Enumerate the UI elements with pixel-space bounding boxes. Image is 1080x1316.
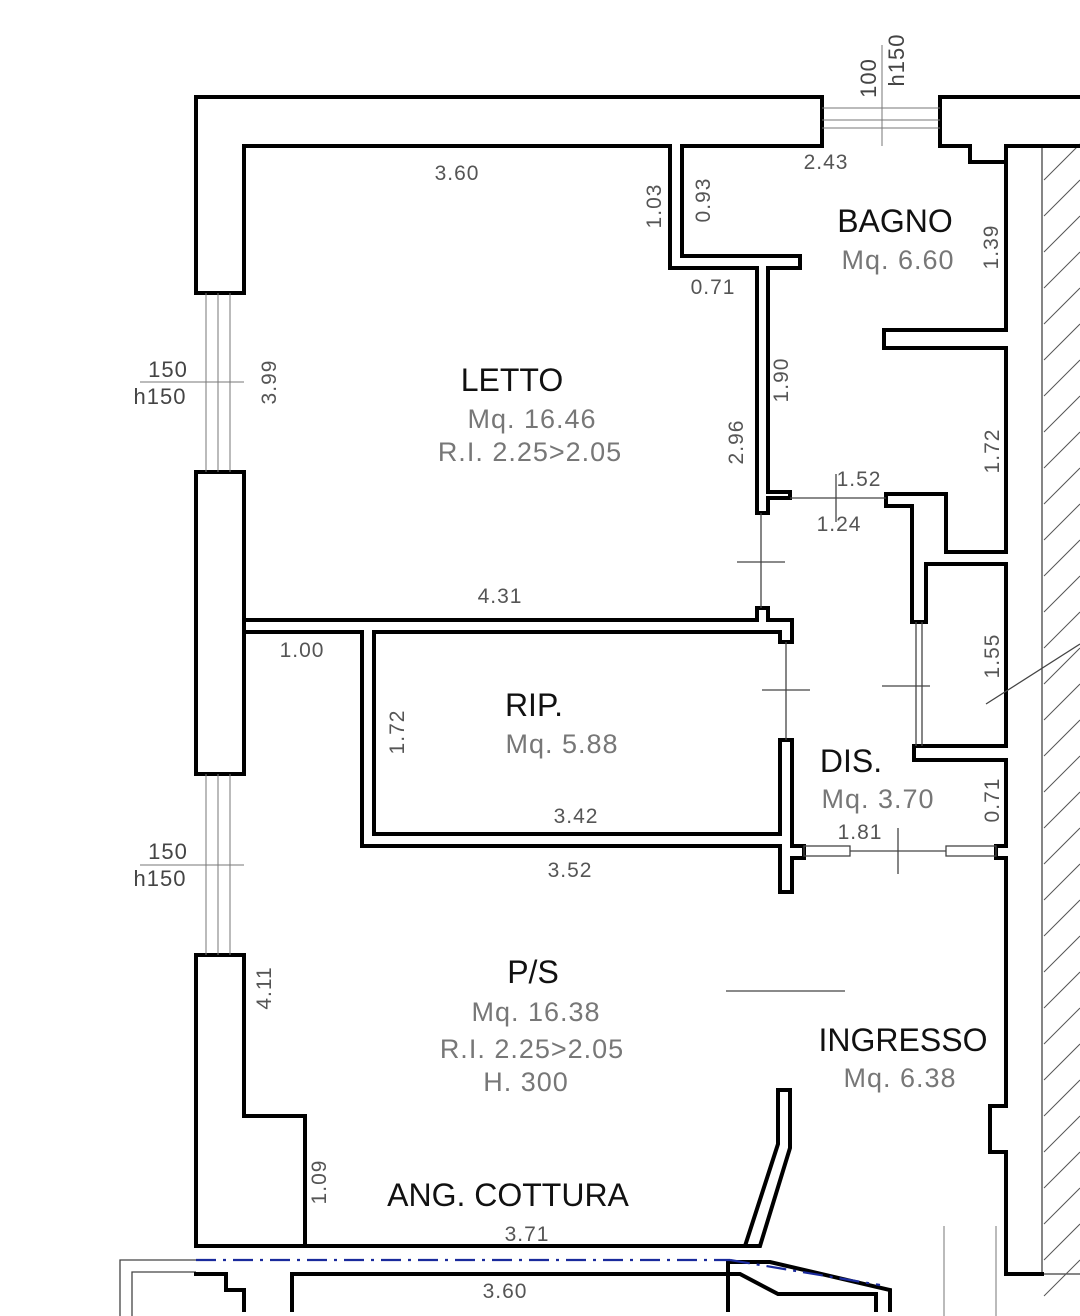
hatch-line <box>1043 1223 1080 1261</box>
hatch-line <box>1043 719 1080 757</box>
dim-bagno-right: 1.39 <box>980 225 1003 270</box>
hatch-line <box>1043 827 1080 865</box>
facade-hatching <box>1041 143 1080 1297</box>
dim-bagno-top: 2.43 <box>804 151 849 174</box>
dim-rip-bottom-inner: 3.42 <box>554 805 599 828</box>
dim-cottura-left: 1.09 <box>308 1160 331 1205</box>
hatch-line <box>1043 935 1080 973</box>
hatch-line <box>1043 467 1080 505</box>
dim-closet-155: 1.55 <box>981 634 1004 679</box>
hatch-line <box>1043 1079 1080 1117</box>
dimension-labels: 3.60 1.03 0.93 2.43 1.39 0.71 3.99 1.90 … <box>253 151 1004 1303</box>
windows-doors <box>140 45 1080 992</box>
outer-walls <box>194 95 1080 1276</box>
hatch-line <box>1043 899 1080 937</box>
room-ingresso-area: Mq. 6.38 <box>843 1063 956 1093</box>
room-dis-area: Mq. 3.70 <box>821 784 934 814</box>
hatch-line <box>1043 611 1080 649</box>
room-bagno-name: BAGNO <box>837 203 953 239</box>
dim-step-071: 0.71 <box>691 276 736 299</box>
window-left-lower-height: h150 <box>134 866 187 891</box>
hatch-line <box>1043 1043 1080 1081</box>
hatch-line <box>1043 251 1080 289</box>
hatch-line <box>1043 287 1080 325</box>
hatch-line <box>1043 647 1080 685</box>
dim-letto-bottom: 4.31 <box>478 585 523 608</box>
dim-bagno-left: 0.93 <box>692 178 715 223</box>
dim-letto-right: 2.96 <box>725 420 748 465</box>
dim-rip-left: 1.72 <box>386 710 409 755</box>
hatch-line <box>1043 539 1080 577</box>
dim-rip-left-top: 1.00 <box>280 639 325 662</box>
hatch-line <box>1043 179 1080 217</box>
hatch-line <box>1043 1115 1080 1153</box>
bottom-strip <box>119 1226 997 1316</box>
hatch-line <box>1043 1007 1080 1045</box>
hatch-line <box>1043 971 1080 1009</box>
dim-cottura-bottom: 3.71 <box>505 1223 550 1246</box>
dim-corridor-190: 1.90 <box>770 358 793 403</box>
window-top-width: 100 <box>856 58 881 98</box>
window-labels: 100 h150 150 h150 150 h150 <box>134 34 909 891</box>
room-letto-ri: R.I. 2.25>2.05 <box>438 437 622 467</box>
dim-dis-181: 1.81 <box>838 821 883 844</box>
room-ps-area: Mq. 16.38 <box>471 997 600 1027</box>
room-letto-area: Mq. 16.46 <box>467 404 596 434</box>
window-top-height: h150 <box>884 34 909 87</box>
hatch-line <box>1043 215 1080 253</box>
dim-dis-152: 1.52 <box>837 468 882 491</box>
hatch-line <box>1043 1187 1080 1225</box>
room-dis-name: DIS. <box>820 743 882 779</box>
dim-letto-right-upper: 1.03 <box>643 184 666 229</box>
room-labels: LETTO Mq. 16.46 R.I. 2.25>2.05 BAGNO Mq.… <box>387 203 987 1213</box>
dim-dis-071: 0.71 <box>981 778 1004 823</box>
hatch-line <box>1043 431 1080 469</box>
hatch-line <box>1043 575 1080 613</box>
dim-bagno-lower-right: 1.72 <box>981 429 1004 474</box>
room-cottura-name: ANG. COTTURA <box>387 1177 629 1213</box>
hatch-line <box>1043 1151 1080 1189</box>
hatch-line <box>1043 395 1080 433</box>
room-rip-name: RIP. <box>505 687 563 723</box>
room-ingresso-name: INGRESSO <box>819 1022 988 1058</box>
dim-rip-bottom-outer: 3.52 <box>548 859 593 882</box>
dim-balcony: 3.60 <box>483 1280 528 1303</box>
dim-ps-left: 4.11 <box>253 966 276 1009</box>
hatch-line <box>1043 323 1080 361</box>
window-left-lower-width: 150 <box>148 839 188 864</box>
hatch-line <box>1043 683 1080 721</box>
hatch-line <box>1043 503 1080 541</box>
hatch-line <box>1043 791 1080 829</box>
dim-letto-top: 3.60 <box>435 162 480 185</box>
room-bagno-area: Mq. 6.60 <box>841 245 954 275</box>
dim-letto-left: 3.99 <box>258 360 281 405</box>
hatch-line <box>1043 863 1080 901</box>
dim-dis-124: 1.24 <box>817 513 862 536</box>
room-ps-name: P/S <box>507 954 559 990</box>
hatch-line <box>1043 359 1080 397</box>
hatch-line <box>1043 755 1080 793</box>
room-rip-area: Mq. 5.88 <box>505 729 618 759</box>
room-ps-ri: R.I. 2.25>2.05 <box>440 1034 624 1064</box>
hatch-line <box>1043 143 1080 181</box>
room-letto-name: LETTO <box>461 362 564 398</box>
window-left-upper-height: h150 <box>134 384 187 409</box>
hatch-line <box>1043 1259 1080 1297</box>
window-left-upper-width: 150 <box>148 357 188 382</box>
room-ps-height: H. 300 <box>483 1067 569 1097</box>
